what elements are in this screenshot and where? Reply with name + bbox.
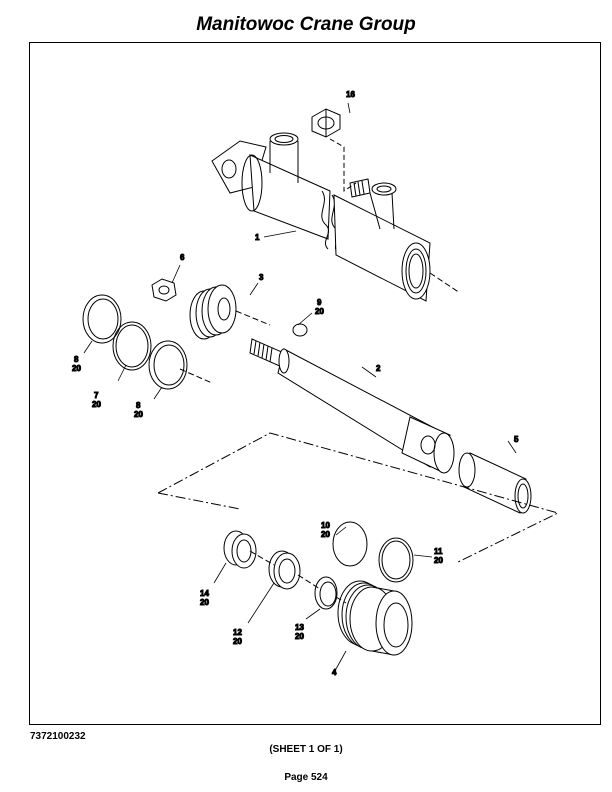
sheet-indicator: (SHEET 1 OF 1) xyxy=(269,744,343,755)
callout-14-kit: 20 xyxy=(200,598,209,607)
callout-9-kit: 20 xyxy=(315,307,324,316)
page-title: Manitowoc Crane Group xyxy=(196,14,416,35)
callout-13-kit: 20 xyxy=(295,632,304,641)
callout-13-item: 13 xyxy=(295,623,304,632)
callout-9-item: 9 xyxy=(317,298,322,307)
callout-10-item: 10 xyxy=(321,521,330,530)
backup-ring xyxy=(332,521,368,567)
wear-ring xyxy=(223,530,257,569)
exploded-view-diagram: 1 16 6 3 9 20 8 20 7 20 8 20 2 5 10 20 1… xyxy=(72,90,560,678)
piston xyxy=(189,284,237,340)
callout-11-item: 11 xyxy=(434,547,443,556)
callout-4-item: 4 xyxy=(332,668,337,677)
callout-5-item: 5 xyxy=(514,435,519,444)
cap-nut xyxy=(311,108,341,138)
wiper-ring xyxy=(314,576,338,610)
leader-lines xyxy=(83,102,517,670)
large-o-ring xyxy=(378,537,414,583)
drawing-number: 7372100232 xyxy=(30,731,86,742)
callout-8a-kit: 20 xyxy=(72,364,81,373)
callout-8a-item: 8 xyxy=(74,355,79,364)
callout-6-item: 6 xyxy=(180,253,185,262)
callout-16-item: 16 xyxy=(346,90,355,99)
rod-seal xyxy=(268,550,301,590)
piston-rod xyxy=(249,338,455,474)
callout-12-kit: 20 xyxy=(233,637,242,646)
callout-1-item: 1 xyxy=(255,233,260,242)
callout-2-item: 2 xyxy=(376,364,381,373)
gland-head xyxy=(337,580,413,656)
hex-nut xyxy=(151,278,177,302)
bushing-sleeve xyxy=(458,452,532,514)
callout-14-item: 14 xyxy=(200,589,209,598)
callout-7-kit: 20 xyxy=(92,400,101,409)
seal-ring-lower xyxy=(148,340,188,390)
callout-12-item: 12 xyxy=(233,628,242,637)
callout-8b-item: 8 xyxy=(136,401,141,410)
callout-7-item: 7 xyxy=(94,391,99,400)
callout-11-kit: 20 xyxy=(434,556,443,565)
small-o-ring xyxy=(292,323,308,337)
o-ring xyxy=(112,321,152,371)
callout-3-item: 3 xyxy=(259,273,264,282)
drawing-frame: 1 16 6 3 9 20 8 20 7 20 8 20 2 5 10 20 1… xyxy=(29,42,601,725)
cylinder-barrel xyxy=(211,132,431,302)
callout-8b-kit: 20 xyxy=(134,410,143,419)
page-number: Page 524 xyxy=(284,772,328,783)
callout-10-kit: 20 xyxy=(321,530,330,539)
seal-ring-upper xyxy=(82,294,122,344)
